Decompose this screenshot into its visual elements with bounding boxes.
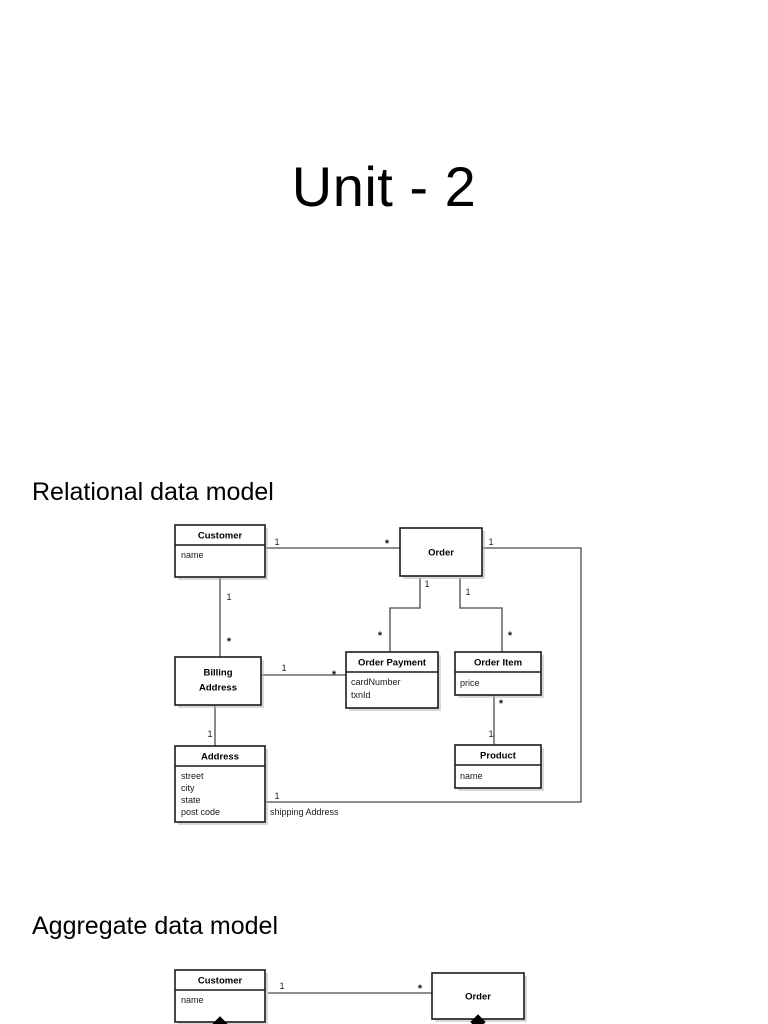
mult-aggregate-customer-order-to: * [418,983,423,995]
uml-class-order[interactable]: Order [399,527,485,579]
mult-orderitem-product-to: 1 [488,729,493,739]
section-heading-relational: Relational data model [32,478,274,506]
uml-class-product[interactable]: Product name [454,744,544,791]
page-title: Unit - 2 [291,155,477,218]
edge-order-address [265,547,582,803]
class-attr-address-postcode: post code [181,807,220,817]
class-title-billing-address-line1: Billing [203,668,232,679]
relational-diagram-canvas: 1 * 1 1 shipping Address 1 * 1 * 1 * 1 *… [174,524,582,825]
mult-customer-order-to: * [385,538,390,550]
class-attr-address-state: state [181,795,201,805]
mult-customer-billing-from: 1 [226,592,231,602]
class-attr-order-item-price: price [460,678,480,688]
uml-class-address[interactable]: Address street city state post code [174,745,268,825]
composition-diamond-customer [212,1016,228,1024]
class-title-customer-aggregate: Customer [198,976,243,987]
mult-order-orderitem-to: * [508,630,513,642]
uml-class-order-aggregate[interactable]: Order [431,972,527,1024]
mult-billing-address-to: 1 [207,729,212,739]
class-attr-address-street: street [181,771,204,781]
section-heading-aggregate: Aggregate data model [32,912,279,940]
class-attr-product-name: name [460,771,483,781]
relational-edges [214,547,582,803]
aggregate-data-model-diagram: 1 * Customer name Order [160,960,600,1024]
class-title-order-aggregate: Order [465,992,491,1003]
class-title-order-payment: Order Payment [358,658,427,669]
mult-order-address-from: 1 [488,537,493,547]
class-attr-order-payment-cardnumber: cardNumber [351,677,401,687]
mult-order-orderitem-from: 1 [465,587,470,597]
aggregate-multiplicities: 1 * [279,981,422,995]
uml-class-customer-aggregate[interactable]: Customer name [174,969,268,1024]
class-attr-customer-name-aggregate: name [181,995,204,1005]
edge-order-orderitem [459,578,503,652]
aggregate-diagram-canvas: 1 * Customer name Order [174,969,527,1024]
mult-billing-orderpayment-from: 1 [281,663,286,673]
class-title-order: Order [428,548,454,559]
class-title-customer: Customer [198,531,243,542]
edge-order-orderpayment [389,578,421,652]
mult-order-orderpayment-from: 1 [424,579,429,589]
class-title-product: Product [480,751,517,762]
uml-class-billing-address[interactable]: Billing Address [174,656,264,708]
class-attr-customer-name: name [181,550,204,560]
mult-order-address-to: 1 [274,791,279,801]
uml-class-order-payment[interactable]: Order Payment cardNumber txnId [345,651,441,711]
relational-data-model-diagram: 1 * 1 1 shipping Address 1 * 1 * 1 * 1 *… [160,515,600,835]
mult-order-orderpayment-to: * [378,630,383,642]
mult-aggregate-customer-order-from: 1 [279,981,284,991]
mult-orderitem-product-from: * [499,698,504,710]
class-title-billing-address-line2: Address [199,683,237,694]
class-title-order-item: Order Item [474,658,522,669]
edge-label-shipping-address: shipping Address [270,807,339,817]
class-title-address: Address [201,752,239,763]
mult-customer-billing-to: * [227,636,232,648]
class-attr-address-city: city [181,783,195,793]
uml-class-order-item[interactable]: Order Item price [454,651,544,698]
class-attr-order-payment-txnid: txnId [351,690,371,700]
uml-class-customer[interactable]: Customer name [174,524,268,580]
mult-billing-orderpayment-to: * [332,669,337,681]
composition-diamond-order [470,1014,486,1024]
mult-customer-order-from: 1 [274,537,279,547]
